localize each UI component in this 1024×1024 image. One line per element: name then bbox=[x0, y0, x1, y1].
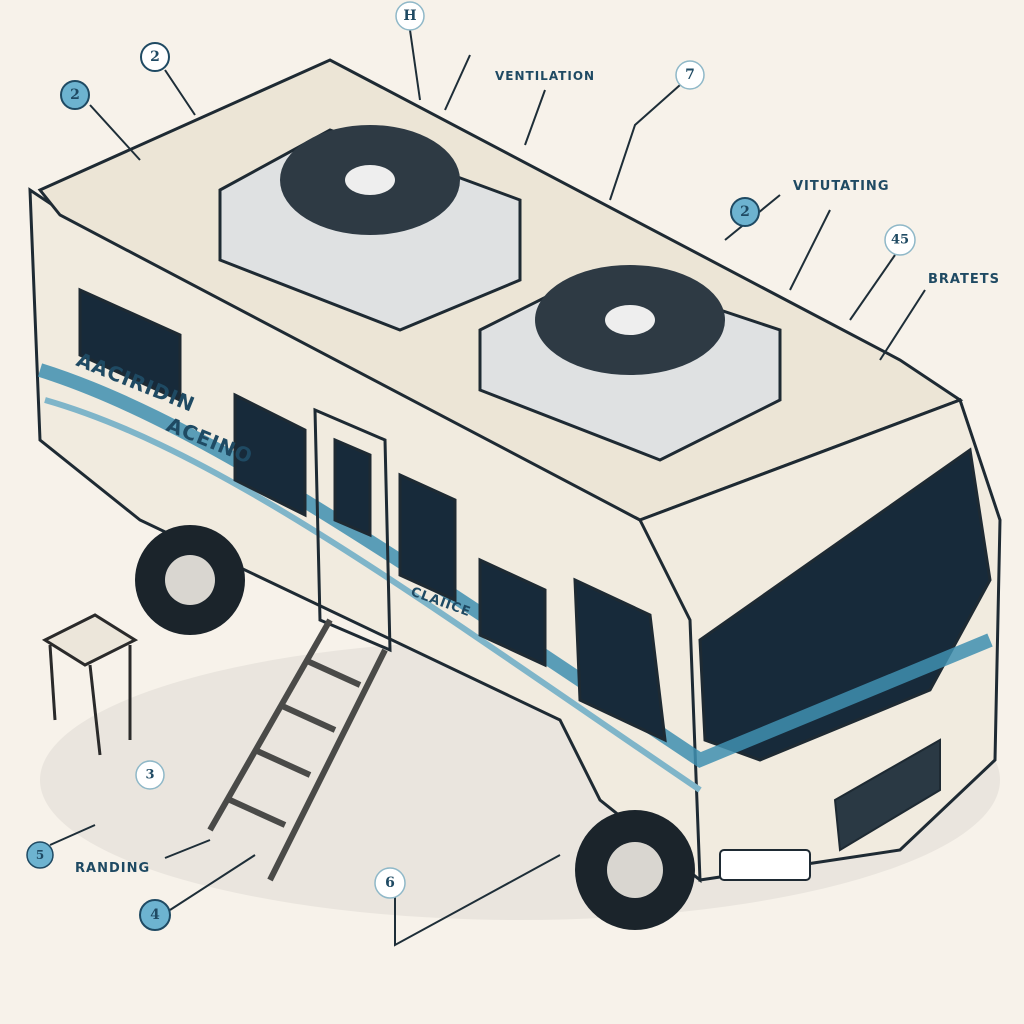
front-grille bbox=[833, 738, 941, 852]
label-randing: RANDING bbox=[75, 861, 150, 876]
label-bratets: BRATETS bbox=[928, 272, 1000, 287]
callout-h: H bbox=[395, 1, 425, 31]
headlight bbox=[719, 849, 811, 881]
callout-5: 5 bbox=[26, 841, 54, 869]
svg-text:45: 45 bbox=[891, 233, 909, 248]
ac-unit-rear bbox=[218, 125, 522, 332]
svg-text:7: 7 bbox=[685, 67, 695, 83]
entry-ladder bbox=[207, 618, 388, 882]
side-window-2 bbox=[233, 392, 307, 518]
label-ventilation: VENTILATION bbox=[495, 69, 595, 83]
door-window bbox=[333, 437, 372, 538]
entry-door[interactable] bbox=[313, 407, 392, 653]
svg-text:2: 2 bbox=[150, 49, 160, 65]
callout-leaders bbox=[49, 29, 926, 947]
side-window-3 bbox=[398, 472, 457, 603]
svg-text:5: 5 bbox=[36, 848, 44, 862]
callout-2-left: 2 bbox=[60, 80, 90, 110]
svg-text:2: 2 bbox=[70, 87, 80, 103]
svg-text:H: H bbox=[403, 8, 416, 24]
callout-4: 4 bbox=[139, 899, 171, 931]
svg-text:3: 3 bbox=[145, 768, 154, 783]
svg-text:4: 4 bbox=[150, 907, 160, 923]
callout-6: 6 bbox=[374, 867, 406, 899]
label-vitutating: VITUTATING bbox=[793, 179, 890, 194]
callout-3: 3 bbox=[135, 760, 165, 790]
callout-45: 45 bbox=[884, 224, 916, 256]
svg-text:6: 6 bbox=[385, 875, 395, 891]
side-window-4 bbox=[478, 557, 547, 668]
side-table bbox=[41, 613, 139, 756]
callout-2-right: 2 bbox=[730, 197, 760, 227]
svg-text:2: 2 bbox=[740, 204, 750, 220]
side-stripe-2 bbox=[44, 397, 702, 793]
front-hub bbox=[607, 842, 663, 898]
ac-unit-front bbox=[478, 265, 782, 462]
side-window-1 bbox=[78, 287, 182, 403]
callout-7: 7 bbox=[675, 60, 705, 90]
callout-2-top: 2 bbox=[140, 42, 170, 72]
windshield bbox=[698, 447, 992, 762]
side-window-5 bbox=[573, 577, 667, 743]
rear-hub bbox=[165, 555, 215, 605]
